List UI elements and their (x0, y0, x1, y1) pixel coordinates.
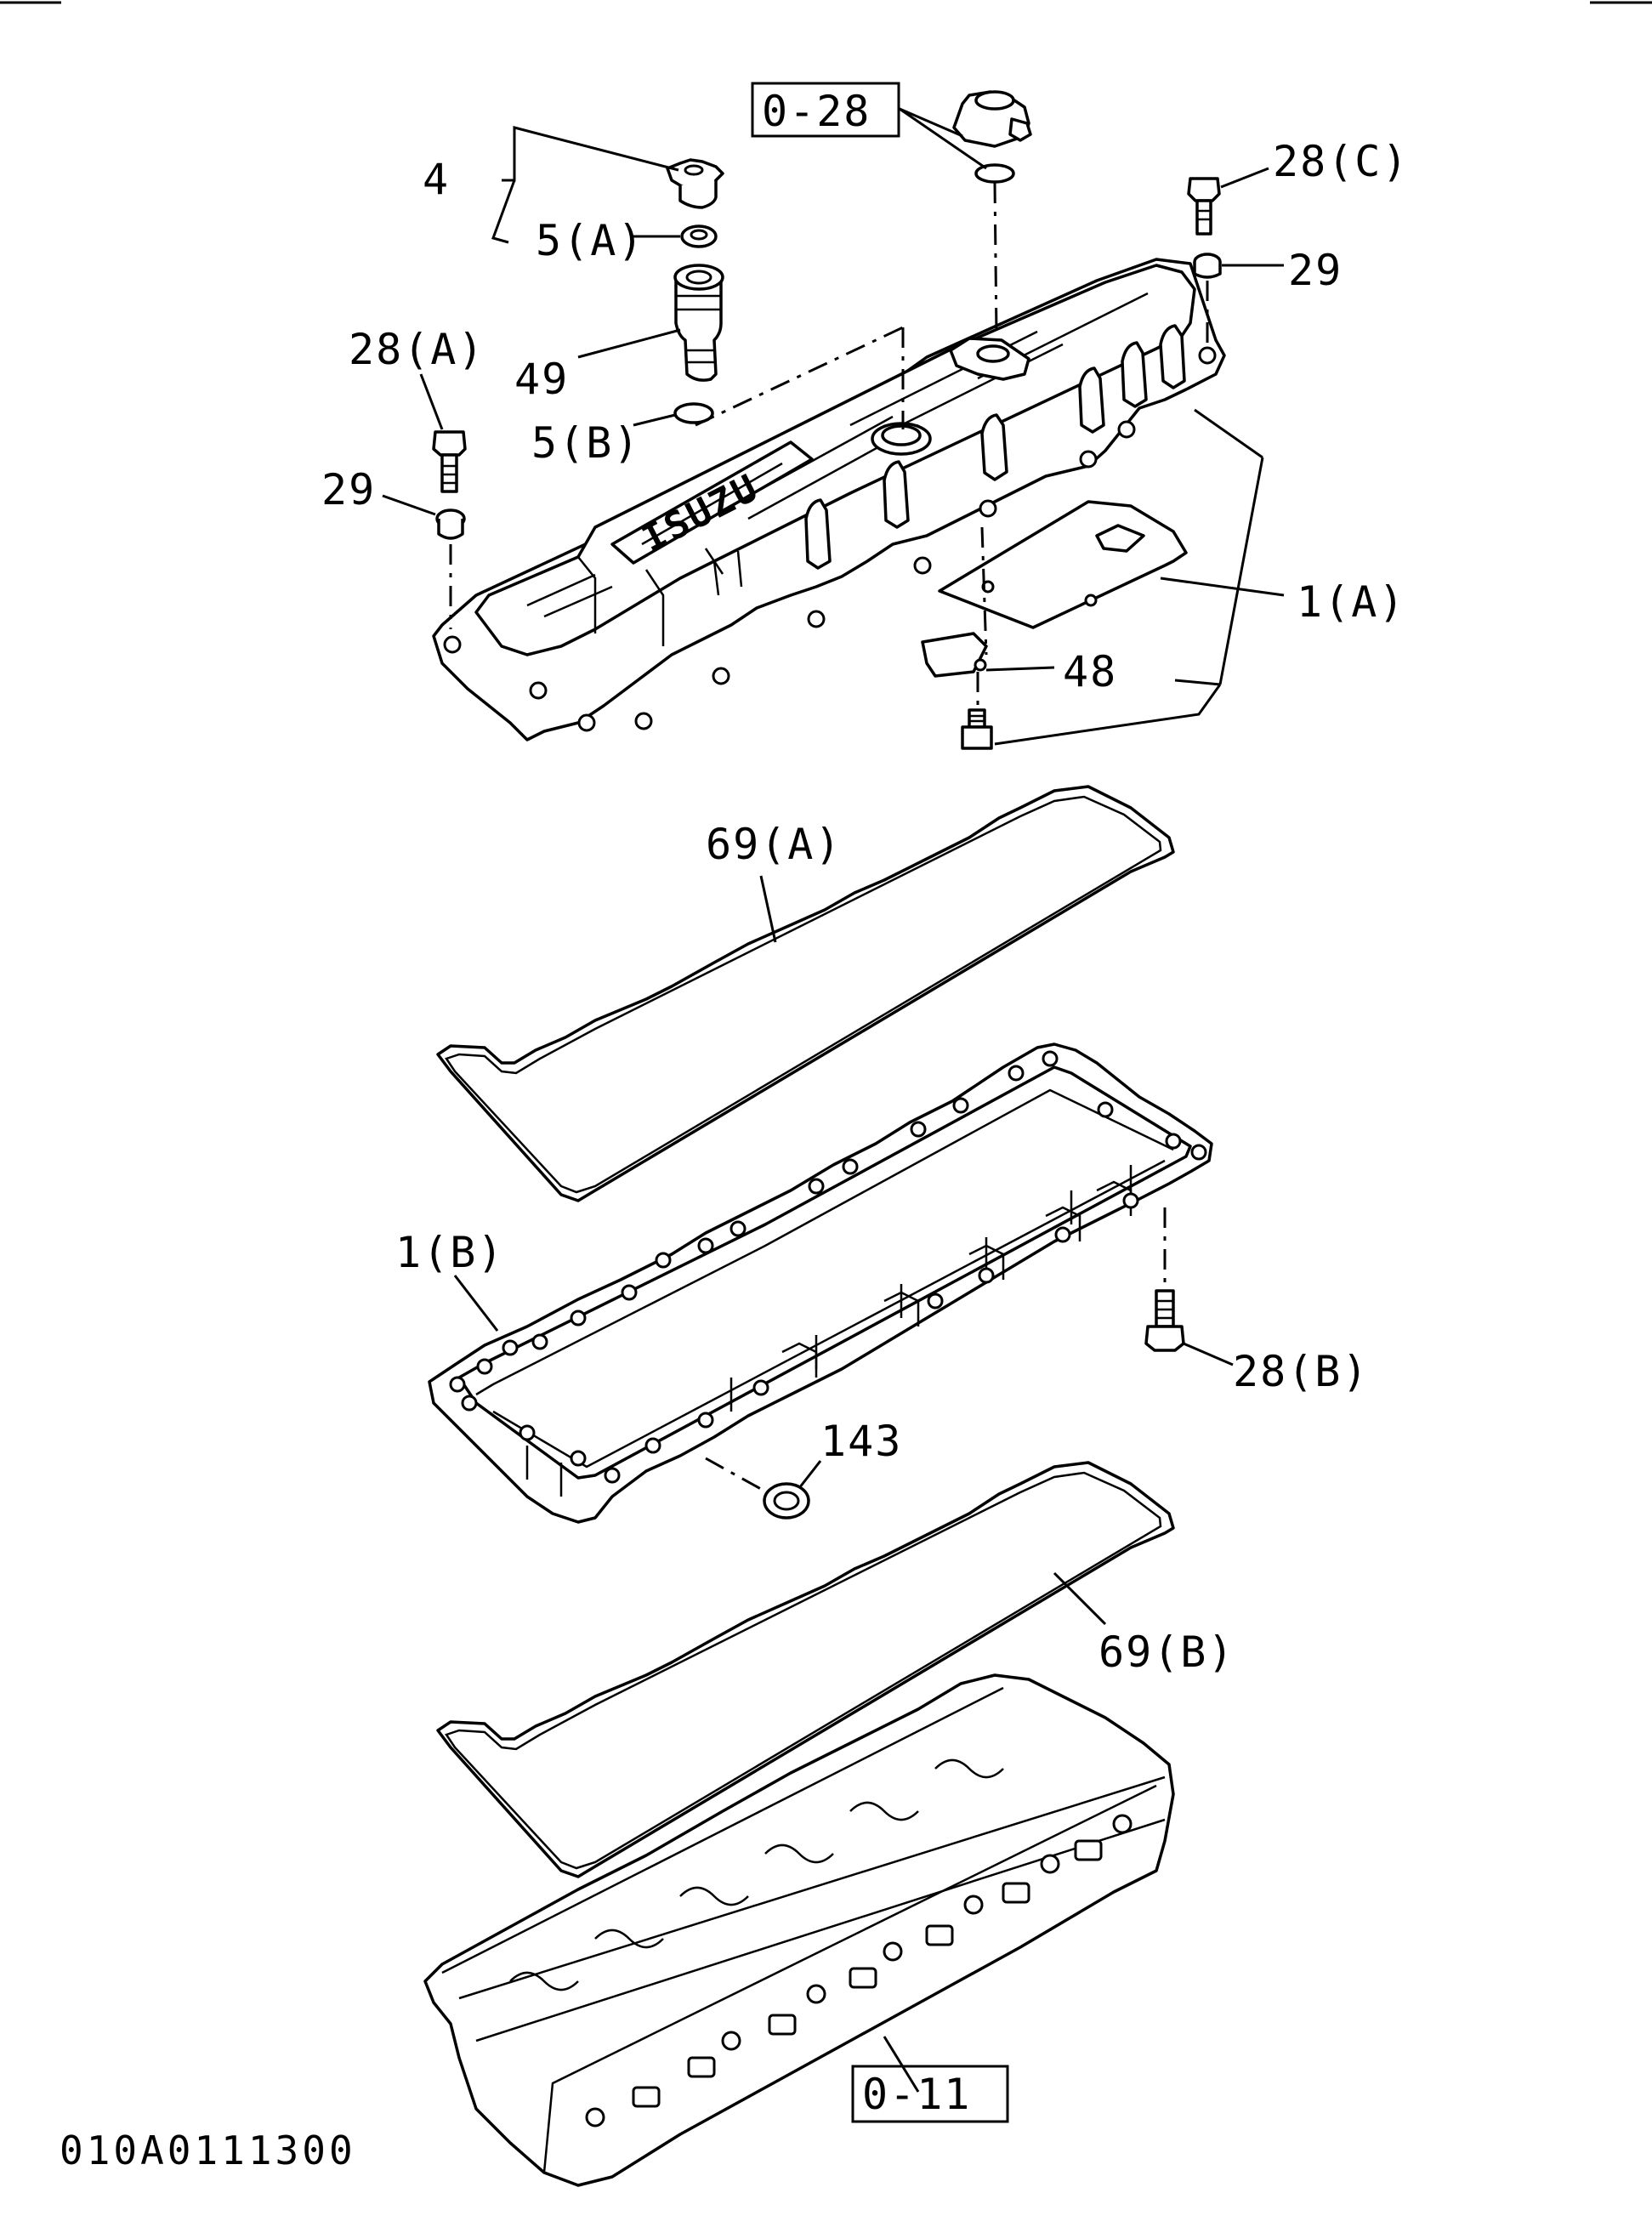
bolt-28a[interactable] (432, 430, 467, 493)
oil-filler-cap[interactable] (666, 158, 724, 209)
callout-5b: 5(B) (531, 418, 640, 468)
bolt-28c[interactable] (1187, 177, 1221, 236)
cylinder-head[interactable] (423, 1673, 1175, 2187)
callout-5a: 5(A) (536, 216, 644, 265)
washer-5a[interactable] (680, 224, 718, 248)
callout-29-right: 29 (1288, 246, 1343, 295)
gasket-69a[interactable] (436, 785, 1175, 1202)
callout-143: 143 (820, 1417, 902, 1466)
ref-label-top: 0-28 (762, 87, 871, 136)
gasket-69b[interactable] (436, 1461, 1175, 1878)
callout-48: 48 (1063, 647, 1117, 696)
callout-1a: 1(A) (1297, 577, 1405, 627)
drawing-code: 010A0111300 (60, 2128, 356, 2173)
seal-143[interactable] (763, 1482, 810, 1520)
guide-lines-mid (705, 1207, 1167, 1494)
ref-box-top[interactable] (751, 82, 900, 138)
ref-box-bottom[interactable] (851, 2065, 1009, 2123)
baffle-plate[interactable] (938, 500, 1188, 629)
callout-28c: 28(C) (1273, 137, 1410, 186)
callout-29-left: 29 (321, 465, 376, 514)
callout-49: 49 (514, 355, 569, 404)
bracket-48[interactable] (921, 632, 988, 678)
breather-assembly[interactable] (952, 90, 1032, 184)
leader-lines (382, 107, 1285, 2093)
guide-lines-top (449, 182, 1209, 710)
callout-4: 4 (423, 155, 450, 204)
bolt-28b[interactable] (1144, 1289, 1185, 1352)
bolt-48[interactable] (961, 708, 993, 750)
o-ring-5b[interactable] (673, 402, 714, 424)
washer-29-left[interactable] (435, 508, 466, 540)
callout-1b: 1(B) (395, 1228, 504, 1277)
callout-28b: 28(B) (1233, 1347, 1370, 1396)
washer-29-right[interactable] (1193, 253, 1222, 279)
filler-tube[interactable] (673, 264, 724, 382)
ref-label-bottom: 0-11 (862, 2070, 971, 2119)
rocker-cover[interactable] (432, 258, 1226, 741)
callout-69a: 69(A) (706, 820, 843, 869)
callout-28a: 28(A) (349, 325, 485, 374)
rocker-cover-base[interactable] (428, 1042, 1213, 1524)
callout-69b: 69(B) (1098, 1628, 1235, 1677)
